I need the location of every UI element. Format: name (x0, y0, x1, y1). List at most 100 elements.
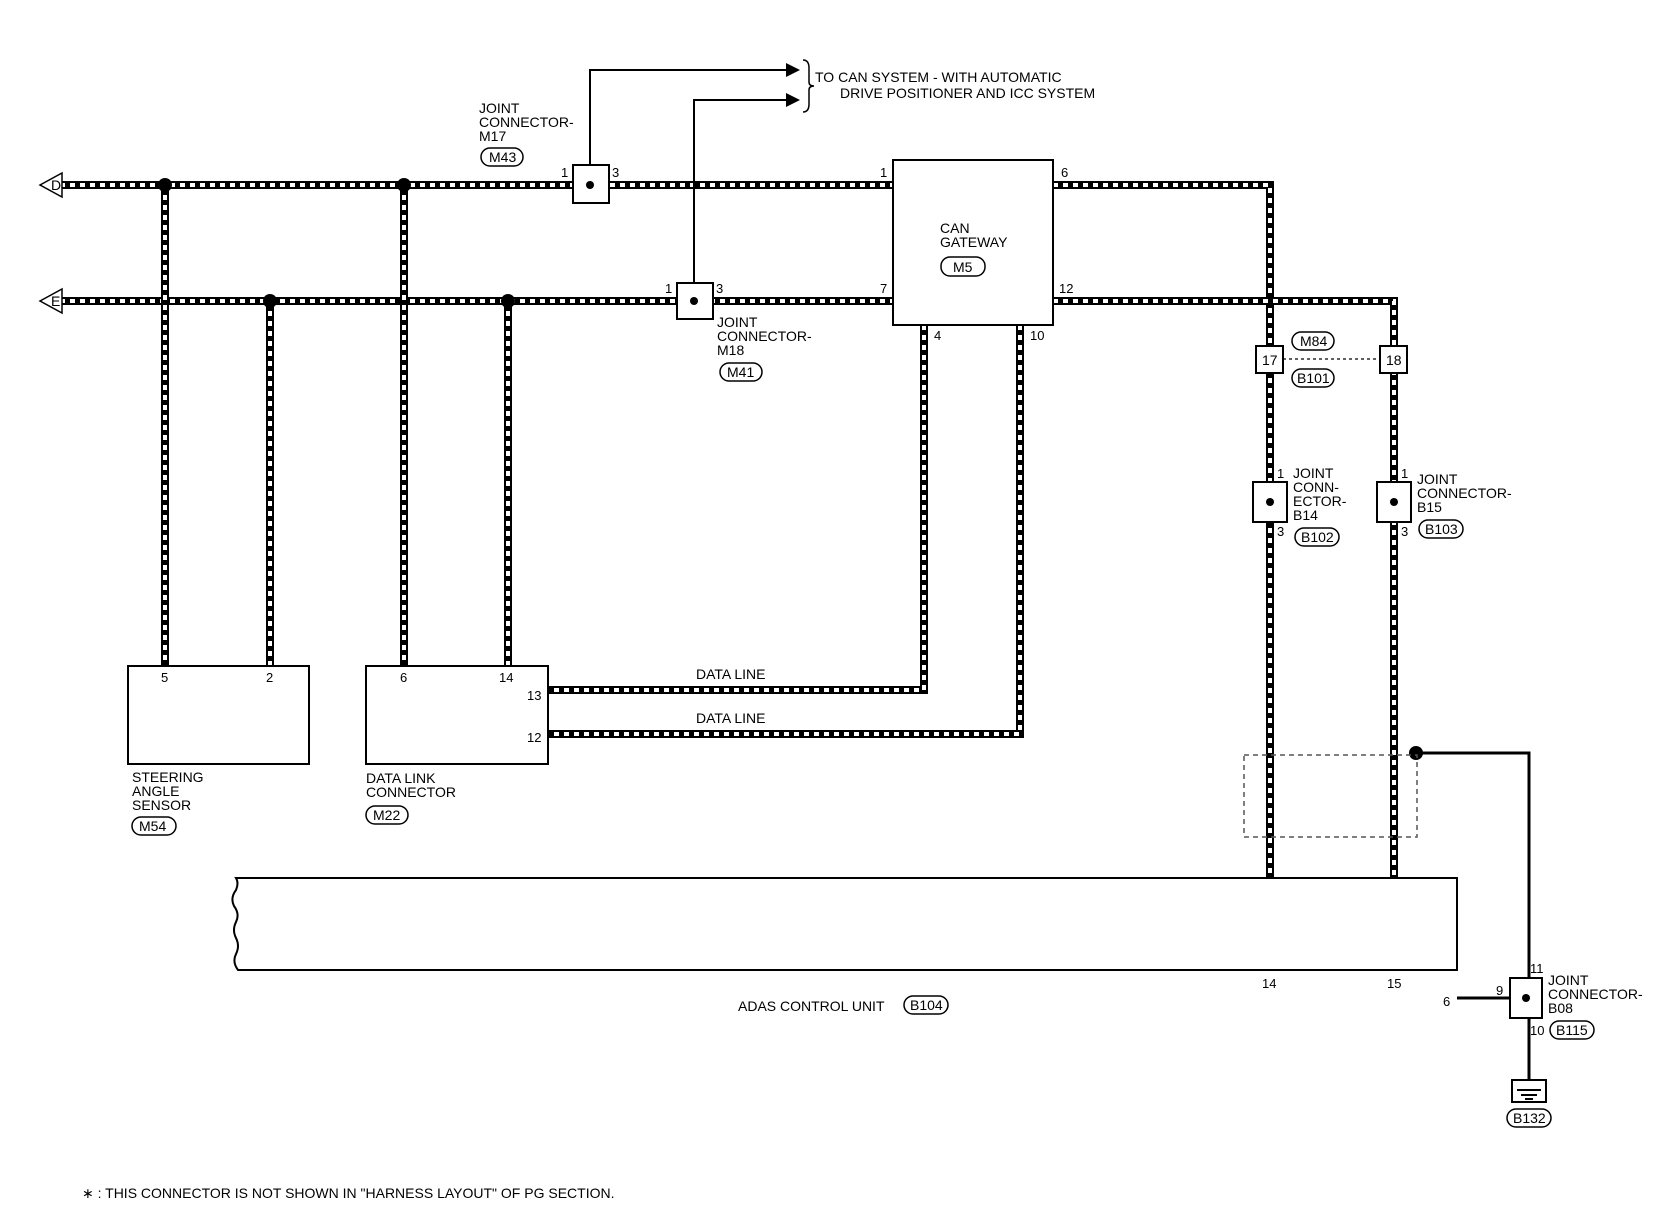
wire-m17-to-can-system (589, 69, 790, 185)
dlc-label: CONNECTOR (366, 784, 456, 800)
adas-pin-14: 14 (1262, 976, 1276, 991)
b15-label: CONNECTOR- (1417, 485, 1512, 501)
gateway-pin-12: 12 (1059, 281, 1073, 296)
b08-label: JOINT (1548, 972, 1589, 988)
m22-id: M22 (373, 807, 400, 823)
svg-text:E: E (51, 293, 60, 309)
b14-label: CONN- (1293, 479, 1339, 495)
b08-label: CONNECTOR- (1548, 986, 1643, 1002)
b14-pin-1: 1 (1277, 466, 1284, 481)
b15-label: B15 (1417, 499, 1442, 515)
gateway-pin-4: 4 (934, 328, 941, 343)
b101-badge (1291, 368, 1335, 388)
can-system-note-line1: TO CAN SYSTEM - WITH AUTOMATIC (815, 69, 1062, 85)
adas-control-unit-box[interactable] (231, 877, 1458, 971)
joint-connector-b14[interactable] (1252, 481, 1288, 523)
b132-badge (1506, 1108, 1552, 1128)
m18-pin-3: 3 (716, 281, 723, 296)
b102-id: B102 (1301, 529, 1334, 545)
m17-pin-3: 3 (612, 165, 619, 180)
m84-id: M84 (1300, 333, 1327, 349)
data-line-label-1: DATA LINE (696, 666, 766, 682)
b14-label: ECTOR- (1293, 493, 1347, 509)
b15-pin-1: 1 (1401, 466, 1408, 481)
b14-label: JOINT (1293, 465, 1334, 481)
b08-pin-10: 10 (1530, 1023, 1544, 1038)
b104-id: B104 (910, 997, 943, 1013)
data-line-label-2: DATA LINE (696, 710, 766, 726)
m41-id: M41 (727, 364, 754, 380)
steering-pin-5: 5 (161, 670, 168, 685)
ground-icon (1511, 1079, 1547, 1103)
b102-badge (1294, 527, 1340, 547)
adas-label: ADAS CONTROL UNIT (738, 998, 885, 1014)
dlc-pin-12: 12 (527, 730, 541, 745)
steering-pin-2: 2 (266, 670, 273, 685)
b132-id: B132 (1513, 1110, 1546, 1126)
b101-id: B101 (1297, 370, 1330, 386)
can-system-note-line2: DRIVE POSITIONER AND ICC SYSTEM (840, 85, 1095, 101)
harness-end-e[interactable]: E (38, 287, 63, 315)
adas-pin-15: 15 (1387, 976, 1401, 991)
can-gateway-label: CAN (940, 220, 970, 236)
can-wire-group (60, 181, 1398, 970)
m18-pin-1: 1 (665, 281, 672, 296)
can-gateway-label: GATEWAY (940, 234, 1008, 250)
b08-pin-11: 11 (1530, 961, 1544, 976)
arrow-head-icon (786, 63, 800, 77)
splice-dots (158, 178, 1423, 760)
b14-pin-3: 3 (1277, 524, 1284, 539)
b115-badge (1549, 1020, 1595, 1040)
wire-m18-to-can-system (693, 99, 790, 301)
svg-text:D: D (51, 177, 61, 193)
m17-label: M17 (479, 128, 506, 144)
b103-badge (1418, 519, 1464, 539)
joint-connector-m18[interactable] (676, 282, 714, 320)
dlc-label: DATA LINK (366, 770, 436, 786)
joint-connector-b08[interactable] (1509, 977, 1543, 1019)
m17-pin-1: 1 (561, 165, 568, 180)
b104-badge (903, 995, 949, 1015)
dlc-pin-14: 14 (499, 670, 513, 685)
m43-badge (480, 147, 524, 167)
steering-label: SENSOR (132, 797, 191, 813)
b14-label: B14 (1293, 507, 1318, 523)
inline-connector-17[interactable]: 17 (1255, 345, 1284, 374)
m43-id: M43 (489, 149, 516, 165)
b15-pin-3: 3 (1401, 524, 1408, 539)
ground-wire (1416, 751, 1531, 1080)
b15-label: JOINT (1417, 471, 1458, 487)
m18-label: M18 (717, 342, 744, 358)
svg-text:18: 18 (1386, 352, 1402, 368)
gateway-pin-1: 1 (880, 165, 887, 180)
brace-icon (802, 59, 815, 113)
adas-pin-6: 6 (1443, 994, 1450, 1009)
m18-label: JOINT (717, 314, 758, 330)
gateway-pin-6: 6 (1061, 165, 1068, 180)
dlc-pin-13: 13 (527, 688, 541, 703)
harness-end-d[interactable]: D (38, 171, 63, 199)
gateway-pin-7: 7 (880, 281, 887, 296)
b08-pin-9: 9 (1496, 983, 1503, 998)
b103-id: B103 (1425, 521, 1458, 537)
arrow-head-icon (786, 93, 800, 107)
m41-badge (719, 362, 763, 382)
b115-id: B115 (1556, 1022, 1588, 1038)
joint-connector-m17[interactable] (572, 164, 610, 204)
m5-badge (940, 256, 986, 277)
inline-connector-18[interactable]: 18 (1379, 345, 1408, 374)
joint-connector-b15[interactable] (1376, 481, 1412, 523)
steering-angle-sensor-box[interactable] (127, 665, 310, 765)
can-gateway-box[interactable] (892, 159, 1054, 326)
data-link-connector-box[interactable] (365, 665, 549, 765)
b08-label: B08 (1548, 1000, 1573, 1016)
unlisted-connector-area (1243, 754, 1418, 838)
m17-label: JOINT (479, 100, 520, 116)
m5-id: M5 (953, 259, 973, 275)
m54-id: M54 (139, 818, 166, 834)
steering-label: ANGLE (132, 783, 179, 799)
m18-label: CONNECTOR- (717, 328, 812, 344)
gateway-pin-10: 10 (1030, 328, 1044, 343)
steering-label: STEERING (132, 769, 204, 785)
